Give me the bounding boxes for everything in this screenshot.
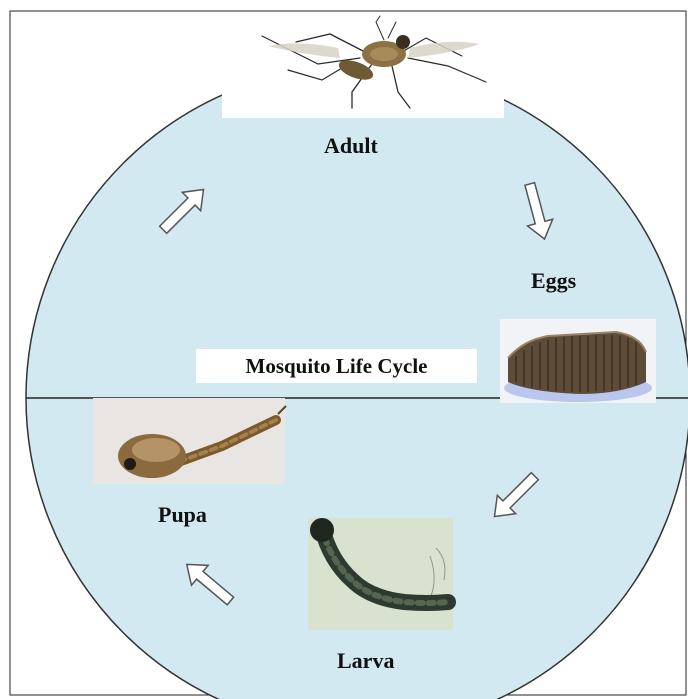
mosquito-larva-photo [308, 518, 453, 630]
stage-label-pupa: Pupa [158, 502, 207, 528]
mosquito-egg-raft-photo [500, 319, 656, 403]
mosquito-pupa-photo [93, 398, 286, 484]
diagram-title: Mosquito Life Cycle [196, 349, 477, 383]
stage-label-eggs: Eggs [531, 268, 576, 294]
stage-label-adult: Adult [324, 133, 378, 159]
mosquito-adult-photo [222, 14, 504, 118]
stage-label-larva: Larva [337, 648, 394, 674]
